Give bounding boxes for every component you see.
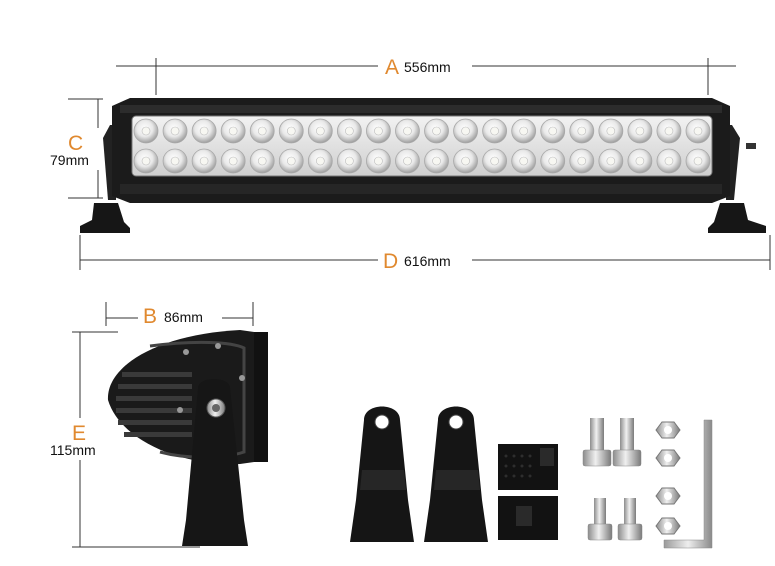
- bracket-right-icon: [424, 406, 488, 542]
- led-cell: [220, 148, 246, 174]
- led-cell: [511, 148, 537, 174]
- led-cell: [133, 118, 159, 144]
- led-cell: [482, 148, 508, 174]
- led-cell: [540, 118, 566, 144]
- dimension-d-value: 616mm: [404, 253, 451, 269]
- led-cell: [366, 118, 391, 144]
- led-cell: [598, 148, 624, 174]
- led-cell: [685, 148, 711, 174]
- led-cell: [162, 148, 188, 174]
- dimension-e-value: 115mm: [50, 442, 96, 458]
- dimension-c-value: 79mm: [50, 152, 89, 168]
- dimension-a: A 556mm: [116, 56, 736, 95]
- dimension-c: C 79mm: [50, 98, 103, 199]
- led-cell: [627, 148, 653, 174]
- led-light-bar-side-view: [107, 330, 268, 546]
- dimension-a-letter: A: [385, 56, 399, 79]
- led-light-bar: [80, 98, 766, 233]
- led-cell: [569, 118, 595, 144]
- led-cell: [278, 148, 304, 174]
- dimension-e-letter: E: [72, 422, 86, 445]
- led-cell: [307, 148, 333, 174]
- led-cell: [569, 148, 595, 174]
- allen-key-icon: [663, 419, 713, 549]
- led-cell: [191, 118, 217, 144]
- led-cell: [395, 148, 420, 174]
- dimension-a-value: 556mm: [404, 59, 451, 75]
- dimension-d: D 616mm: [79, 235, 771, 273]
- led-grid: [133, 118, 711, 174]
- dimension-b: B 86mm: [105, 302, 254, 328]
- bracket-left-icon: [350, 406, 414, 542]
- led-cell: [540, 148, 566, 174]
- led-cell: [336, 148, 362, 174]
- led-cell: [482, 118, 508, 144]
- led-cell: [307, 118, 333, 144]
- dimension-b-letter: B: [143, 305, 157, 328]
- led-cell: [424, 148, 449, 174]
- led-cell: [656, 118, 682, 144]
- led-cell: [627, 118, 653, 144]
- dimension-e: E 115mm: [50, 331, 200, 548]
- led-cell: [366, 148, 391, 174]
- led-cell: [685, 118, 711, 144]
- led-cell: [598, 118, 624, 144]
- led-cell: [453, 118, 478, 144]
- rubber-pad-icon: [498, 444, 558, 540]
- led-cell: [133, 148, 159, 174]
- led-cell: [278, 118, 304, 144]
- dimension-c-letter: C: [68, 132, 83, 155]
- led-cell: [511, 118, 537, 144]
- led-cell: [424, 118, 449, 144]
- led-cell: [395, 118, 420, 144]
- nut-icon: [655, 421, 681, 535]
- led-cell: [162, 118, 188, 144]
- led-cell: [220, 118, 246, 144]
- dimension-b-value: 86mm: [164, 309, 203, 325]
- led-cell: [249, 118, 275, 144]
- bolt-icon: [582, 418, 643, 541]
- led-cell: [453, 148, 478, 174]
- led-cell: [191, 148, 217, 174]
- led-cell: [656, 148, 682, 174]
- led-cell: [249, 148, 275, 174]
- dimension-d-letter: D: [383, 250, 398, 273]
- led-cell: [336, 118, 362, 144]
